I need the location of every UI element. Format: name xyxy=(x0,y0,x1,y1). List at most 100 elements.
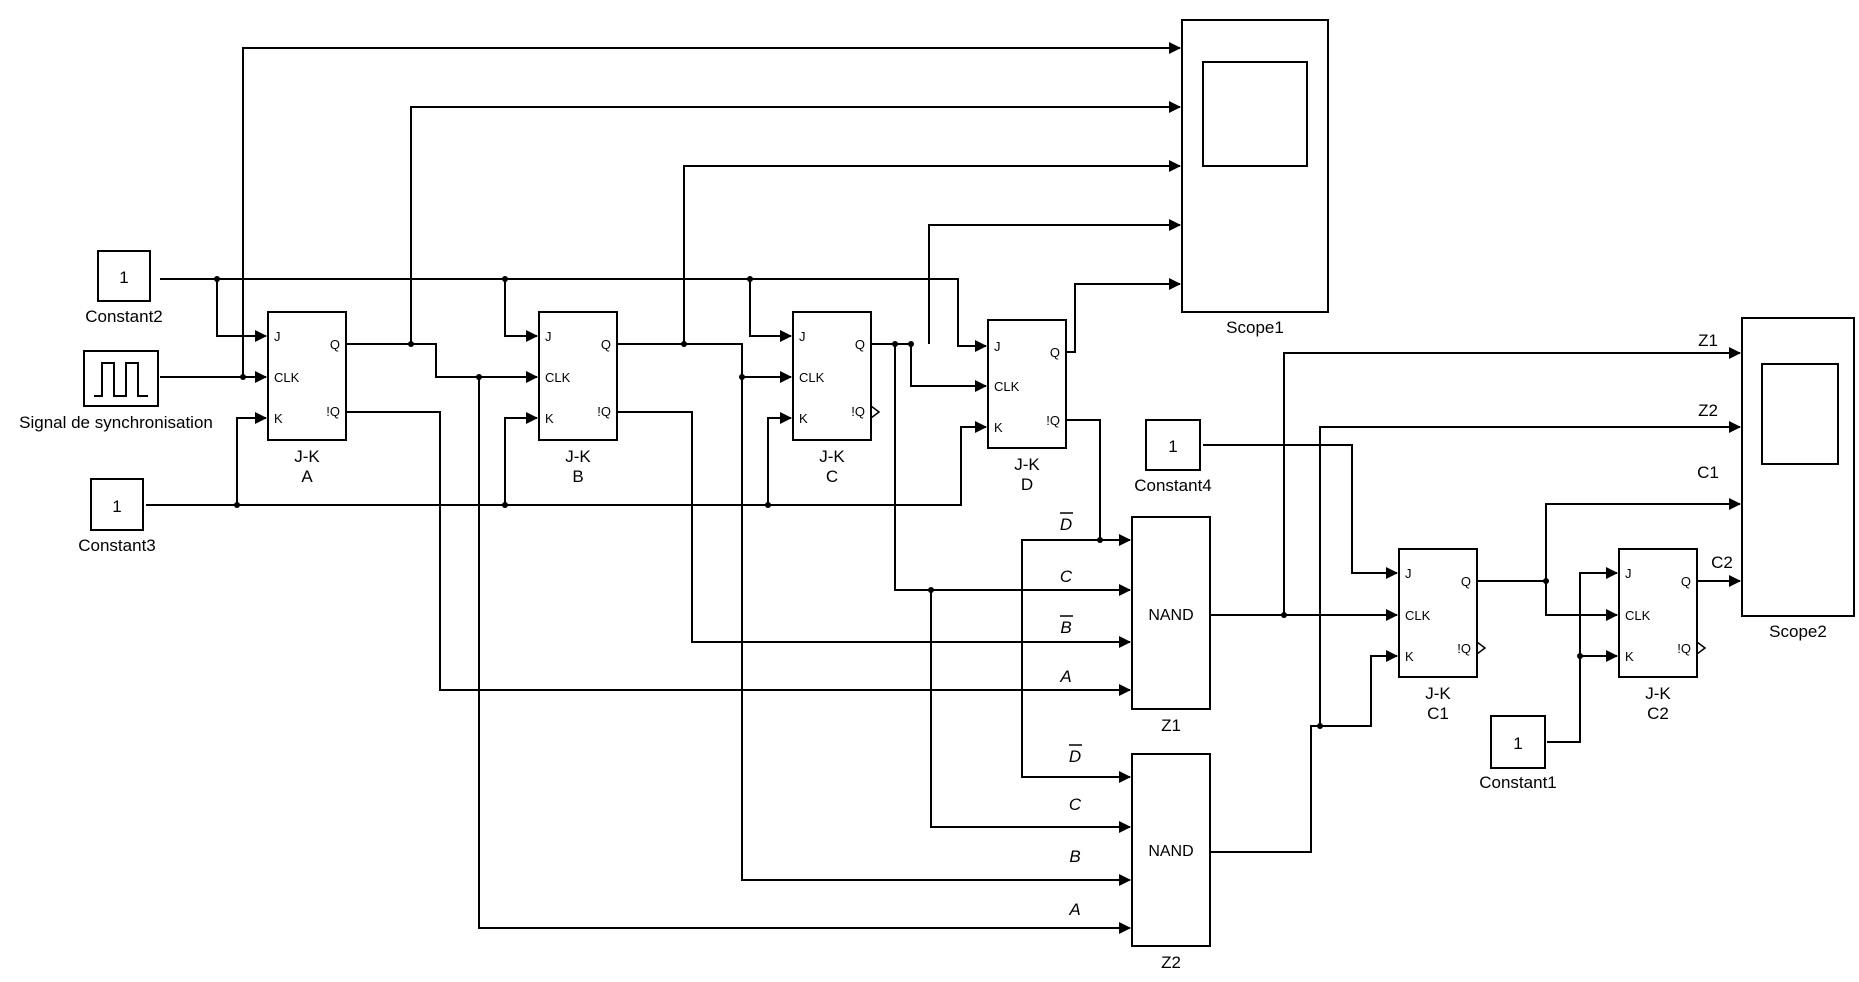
wire-bbar-z1 xyxy=(617,411,1131,648)
signal-label: Signal de synchronisation xyxy=(19,413,213,432)
pin-j: J xyxy=(1625,566,1632,581)
unconnected-port-icon xyxy=(870,405,881,419)
pin-q: Q xyxy=(1681,574,1691,589)
pin-clk: CLK xyxy=(1405,608,1431,623)
wire-constant3-ka xyxy=(236,412,267,505)
signal-label-a: A xyxy=(1059,667,1071,686)
wire-constant2-ja xyxy=(216,279,267,342)
wire-b-z2 xyxy=(741,344,1131,886)
jk-b-type-label: J-K xyxy=(565,447,591,466)
scope1-screen-icon xyxy=(1202,61,1308,167)
pin-clk: CLK xyxy=(1625,608,1651,623)
wire-constant4 xyxy=(1203,444,1398,579)
wire-dbar-z1 xyxy=(1066,419,1131,546)
jk-c2-type-label: J-K xyxy=(1645,684,1671,703)
pin-clk: CLK xyxy=(994,379,1020,394)
pin-nq: !Q xyxy=(1046,413,1060,428)
signal-label-c: C xyxy=(1069,795,1082,814)
pin-k: K xyxy=(274,411,283,426)
jk-d-type-label: J-K xyxy=(1014,455,1040,474)
pin-clk: CLK xyxy=(274,370,300,385)
wire-a-z1 xyxy=(346,411,1131,696)
nand-z2-label: Z2 xyxy=(1161,953,1181,972)
nand-z1-block[interactable]: NAND xyxy=(1131,516,1211,710)
wire-constant3-kb xyxy=(504,412,538,505)
wires xyxy=(146,42,1741,934)
pin-k: K xyxy=(1405,649,1414,664)
pin-q: Q xyxy=(601,337,611,352)
constant4-label: Constant4 xyxy=(1134,476,1212,495)
unconnected-port-icon xyxy=(1476,641,1487,655)
pin-q: Q xyxy=(1461,574,1471,589)
square-wave-icon xyxy=(94,362,148,397)
nand-z2-block[interactable]: NAND xyxy=(1131,753,1211,947)
wire-z2-scope2 xyxy=(1319,421,1741,726)
scope1-label: Scope1 xyxy=(1226,318,1284,337)
jk-flipflop-c1[interactable]: J CLK K Q !Q xyxy=(1398,548,1487,678)
jk-c-name-label: C xyxy=(826,467,838,486)
signal-label-z2: Z2 xyxy=(1698,401,1718,420)
wire-constant2-jc xyxy=(749,279,792,342)
wire-qc xyxy=(871,343,987,392)
wire-dbar-z2 xyxy=(1021,539,1131,783)
constant1-value: 1 xyxy=(1513,734,1522,753)
constant4-block[interactable]: 1 xyxy=(1145,419,1201,471)
constant1-label: Constant1 xyxy=(1479,773,1557,792)
pin-clk: CLK xyxy=(545,370,571,385)
pin-k: K xyxy=(1625,649,1634,664)
signal-label-a: A xyxy=(1068,900,1080,919)
pin-k: K xyxy=(545,411,554,426)
jk-flipflop-c[interactable]: J CLK K Q !Q xyxy=(792,311,881,441)
wire-constant2-jb xyxy=(504,279,538,342)
constant1-block[interactable]: 1 xyxy=(1490,715,1546,769)
pin-j: J xyxy=(545,329,552,344)
signal-label-bbar: B xyxy=(1060,618,1071,637)
constant4-value: 1 xyxy=(1168,437,1177,456)
nand-z1-text: NAND xyxy=(1148,607,1193,624)
scope2-screen-icon xyxy=(1761,363,1839,465)
jk-flipflop-d[interactable]: J CLK K Q !Q xyxy=(987,319,1067,449)
wire-z2-out xyxy=(1210,650,1398,853)
signal-label-z1: Z1 xyxy=(1698,331,1718,350)
wire-z1-scope2 xyxy=(1283,347,1741,615)
wire-qa-scope1 xyxy=(410,101,1181,344)
pin-j: J xyxy=(274,329,281,344)
pin-q: Q xyxy=(855,337,865,352)
pin-q: Q xyxy=(1050,345,1060,360)
wire-constant3 xyxy=(146,421,987,506)
wire-c-z1 xyxy=(894,344,1131,596)
pin-j: J xyxy=(799,329,806,344)
signal-label-c: C xyxy=(1060,567,1073,586)
signal-label-c2: C2 xyxy=(1711,553,1733,572)
jk-c1-name-label: C1 xyxy=(1427,704,1449,723)
wire-qc1 xyxy=(1477,580,1618,621)
jk-flipflop-a[interactable]: J CLK K Q !Q xyxy=(267,311,347,441)
wire-qb-scope1 xyxy=(683,160,1181,344)
pin-nq: !Q xyxy=(851,404,865,419)
jk-a-name-label: A xyxy=(301,467,313,486)
constant3-value: 1 xyxy=(112,497,121,516)
pin-nq: !Q xyxy=(597,404,611,419)
wire-a-z2 xyxy=(478,377,1131,934)
constant2-block[interactable]: 1 xyxy=(97,250,151,302)
pin-nq: !Q xyxy=(1677,641,1691,656)
constant2-value: 1 xyxy=(119,268,128,287)
constant2-label: Constant2 xyxy=(85,307,163,326)
jk-c1-type-label: J-K xyxy=(1425,684,1451,703)
pin-k: K xyxy=(799,411,808,426)
pin-j: J xyxy=(1405,566,1412,581)
scope2-block[interactable] xyxy=(1741,317,1855,617)
unconnected-port-icon xyxy=(1696,641,1707,655)
jk-c-type-label: J-K xyxy=(819,447,845,466)
signal-label-c1: C1 xyxy=(1697,463,1719,482)
junction-dots xyxy=(214,276,1583,729)
jk-flipflop-b[interactable]: J CLK K Q !Q xyxy=(538,311,618,441)
jk-d-name-label: D xyxy=(1021,475,1033,494)
jk-flipflop-c2[interactable]: J CLK K Q !Q xyxy=(1618,548,1707,678)
signal-label-b: B xyxy=(1069,847,1080,866)
wire-c-z2 xyxy=(930,590,1131,833)
scope1-block[interactable] xyxy=(1181,19,1329,313)
constant3-block[interactable]: 1 xyxy=(90,478,144,531)
nand-z1-label: Z1 xyxy=(1161,716,1181,735)
signal-generator-block[interactable] xyxy=(83,350,159,407)
